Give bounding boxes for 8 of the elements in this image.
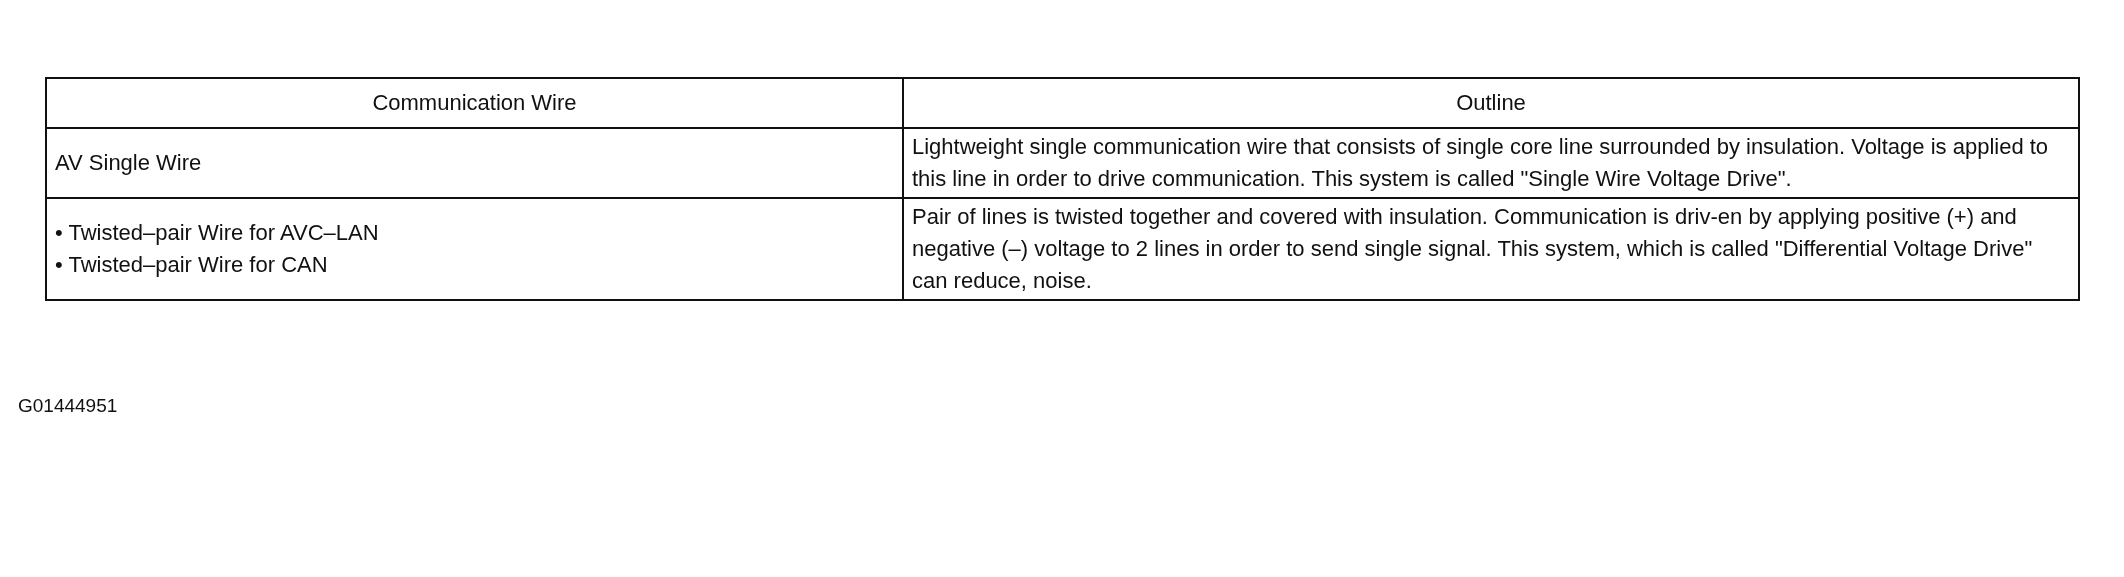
wire-type-list-item: • Twisted–pair Wire for CAN <box>55 251 329 279</box>
outline-text: Pair of lines is twisted together and covered with insulation. Communication is driv-en by applying positive (+) and negative (–) voltage to 2 lines in order to send single signal. This system, which is called "Differential Voltage Drive" can reduce, noise. <box>912 204 2033 293</box>
column-header: Communication Wire <box>372 90 577 115</box>
outline-text: Lightweight single communication wire that consists of single core line surrounded by insulation. Voltage is applied to this line in order to drive communication. This system is called "Single Wire Voltage Drive". <box>912 134 2049 191</box>
wire-type-text: AV Single Wire <box>55 150 202 175</box>
column-header: Outline <box>1456 90 1526 115</box>
wire-type-list-item: • Twisted–pair Wire for AVC–LAN <box>55 219 380 247</box>
figure-code: G01444951 <box>18 395 118 417</box>
